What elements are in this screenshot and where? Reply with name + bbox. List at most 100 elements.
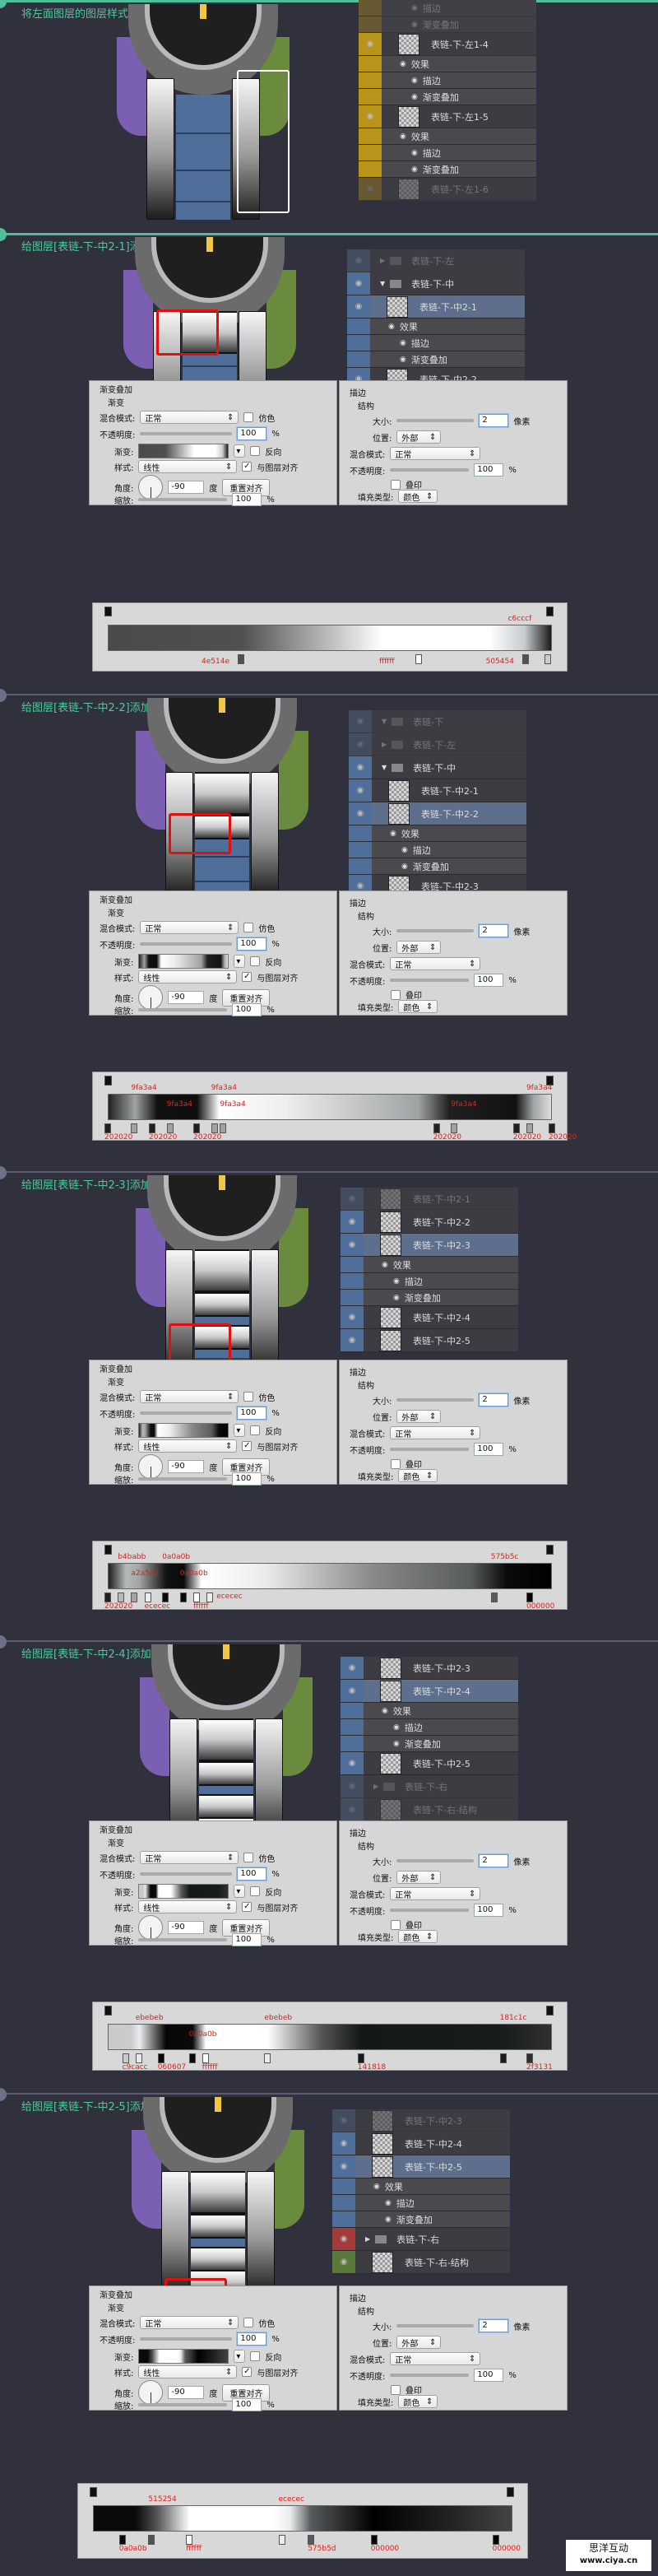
effect-eye-icon[interactable]: ◉ xyxy=(411,148,418,157)
stroke-blend-select[interactable]: 正常⇕ xyxy=(390,2352,481,2365)
visibility-eye-icon[interactable]: ◉ xyxy=(332,2132,355,2155)
color-stop[interactable] xyxy=(148,2535,155,2545)
effect-row[interactable]: ◉效果 xyxy=(349,825,526,842)
style-select[interactable]: 线性⇕ xyxy=(138,1900,238,1913)
stroke-opacity-slider[interactable] xyxy=(390,468,470,472)
visibility-eye-icon[interactable]: ◉ xyxy=(341,1234,364,1256)
gradient-strip[interactable] xyxy=(108,1563,552,1589)
stroke-blend-select[interactable]: 正常⇕ xyxy=(390,957,481,970)
visibility-eye-icon[interactable]: ◉ xyxy=(347,295,370,318)
layer-row[interactable]: ◉表链-下-中2-4 xyxy=(341,1306,518,1329)
visibility-eye-icon[interactable]: ◉ xyxy=(332,2228,355,2250)
scale-input[interactable]: 100 xyxy=(232,493,262,506)
effect-eye-icon[interactable]: ◉ xyxy=(382,1260,388,1269)
dither-checkbox[interactable] xyxy=(243,1392,254,1402)
stroke-opacity-slider[interactable] xyxy=(390,1448,470,1451)
effect-eye-icon[interactable]: ◉ xyxy=(411,92,418,101)
layer-row[interactable]: ◉▼表链-下-中 xyxy=(347,272,525,295)
opacity-slider[interactable] xyxy=(140,942,233,946)
effect-row[interactable]: ◉描边 xyxy=(359,0,536,16)
gradient-dropdown[interactable]: ▾ xyxy=(234,1424,246,1437)
effect-row[interactable]: ◉描边 xyxy=(359,72,536,89)
opacity-stop-left[interactable] xyxy=(104,1076,112,1086)
visibility-eye-icon[interactable]: ◉ xyxy=(349,733,372,756)
effect-eye-icon[interactable]: ◉ xyxy=(373,2182,380,2191)
visibility-eye-icon[interactable]: ◉ xyxy=(341,1798,364,1820)
style-select[interactable]: 线性⇕ xyxy=(138,2365,238,2378)
align-checkbox[interactable]: ✓ xyxy=(242,2367,253,2377)
effect-row[interactable]: ◉描边 xyxy=(359,145,536,161)
color-stop[interactable] xyxy=(193,1593,200,1602)
gradient-preview[interactable] xyxy=(138,1423,229,1438)
layer-row[interactable]: ◉表链-下-中2-3 xyxy=(341,1657,518,1680)
color-stop[interactable] xyxy=(135,2053,142,2063)
color-stop[interactable] xyxy=(549,1123,555,1133)
blend-mode-select[interactable]: 正常⇕ xyxy=(140,2316,239,2329)
color-stop[interactable] xyxy=(206,1593,214,1602)
align-checkbox[interactable]: ✓ xyxy=(242,1902,253,1912)
effect-eye-icon[interactable]: ◉ xyxy=(400,355,406,364)
color-stop[interactable] xyxy=(415,654,422,664)
color-stop[interactable] xyxy=(118,2535,126,2545)
effect-eye-icon[interactable]: ◉ xyxy=(411,3,418,12)
size-slider[interactable] xyxy=(396,419,475,422)
scale-input[interactable]: 100 xyxy=(232,2398,262,2411)
stroke-blend-select[interactable]: 正常⇕ xyxy=(390,1887,481,1900)
stroke-opacity-input[interactable]: 100 xyxy=(474,1443,504,1456)
align-checkbox[interactable]: ✓ xyxy=(242,462,253,472)
visibility-eye-icon[interactable]: ◉ xyxy=(347,272,370,295)
effect-row[interactable]: ◉效果 xyxy=(341,1703,518,1719)
layer-row[interactable]: ◉表链-下-左1-5 xyxy=(359,105,536,128)
opacity-slider[interactable] xyxy=(140,1411,233,1415)
align-checkbox[interactable]: ✓ xyxy=(242,1441,253,1451)
visibility-eye-icon[interactable]: ◉ xyxy=(341,1680,364,1702)
gradient-strip[interactable] xyxy=(93,2505,512,2532)
effect-eye-icon[interactable]: ◉ xyxy=(393,1723,400,1732)
layer-row[interactable]: ◉表链-下-中2-5 xyxy=(341,1329,518,1352)
reverse-checkbox[interactable] xyxy=(250,956,261,966)
effect-eye-icon[interactable]: ◉ xyxy=(393,1293,400,1302)
opacity-stop-left[interactable] xyxy=(104,2006,112,2016)
color-stop[interactable] xyxy=(278,2535,285,2545)
visibility-eye-icon[interactable]: ◉ xyxy=(349,756,372,779)
position-select[interactable]: 外部⇕ xyxy=(396,1410,442,1423)
effect-eye-icon[interactable]: ◉ xyxy=(400,338,406,347)
color-stop[interactable] xyxy=(186,2535,193,2545)
color-stop[interactable] xyxy=(451,1123,458,1133)
opacity-input[interactable]: 100 xyxy=(237,1407,267,1420)
collapse-arrow-icon[interactable]: ▼ xyxy=(380,280,386,287)
dither-checkbox[interactable] xyxy=(243,412,254,422)
color-stop[interactable] xyxy=(357,2053,364,2063)
opacity-stop-left[interactable] xyxy=(104,1545,112,1555)
overprint-checkbox[interactable] xyxy=(391,1458,401,1469)
color-stop[interactable] xyxy=(122,2053,129,2063)
effect-eye-icon[interactable]: ◉ xyxy=(401,845,408,854)
opacity-input[interactable]: 100 xyxy=(237,1867,267,1881)
opacity-stop-right[interactable] xyxy=(546,1545,554,1555)
layer-row[interactable]: ◉▶表链-下-左 xyxy=(349,733,526,756)
size-input[interactable]: 2 xyxy=(479,414,509,427)
layer-row[interactable]: ◉表链-下-中2-3 xyxy=(341,1234,518,1257)
opacity-slider[interactable] xyxy=(140,1872,233,1876)
effect-row[interactable]: ◉描边 xyxy=(347,335,525,351)
size-input[interactable]: 2 xyxy=(479,1393,509,1407)
color-stop[interactable] xyxy=(162,1593,169,1602)
color-stop[interactable] xyxy=(526,2053,533,2063)
effect-eye-icon[interactable]: ◉ xyxy=(390,829,396,838)
scale-input[interactable]: 100 xyxy=(232,1472,262,1486)
scale-slider[interactable] xyxy=(138,498,228,501)
effect-eye-icon[interactable]: ◉ xyxy=(385,2215,392,2224)
color-stop[interactable] xyxy=(526,1593,533,1602)
visibility-eye-icon[interactable]: ◉ xyxy=(349,710,372,732)
scale-slider[interactable] xyxy=(138,1008,228,1011)
layer-row[interactable]: ◉表链-下-中2-4 xyxy=(332,2132,510,2155)
layer-row[interactable]: ◉表链-下-中2-5 xyxy=(341,1752,518,1775)
expand-arrow-icon[interactable]: ▶ xyxy=(365,2235,371,2243)
color-stop[interactable] xyxy=(264,2053,271,2063)
effect-row[interactable]: ◉渐变叠加 xyxy=(359,16,536,33)
overprint-checkbox[interactable] xyxy=(391,1919,401,1930)
effect-eye-icon[interactable]: ◉ xyxy=(411,165,418,174)
color-stop[interactable] xyxy=(144,1593,151,1602)
color-stop[interactable] xyxy=(202,2053,209,2063)
size-slider[interactable] xyxy=(396,929,475,932)
